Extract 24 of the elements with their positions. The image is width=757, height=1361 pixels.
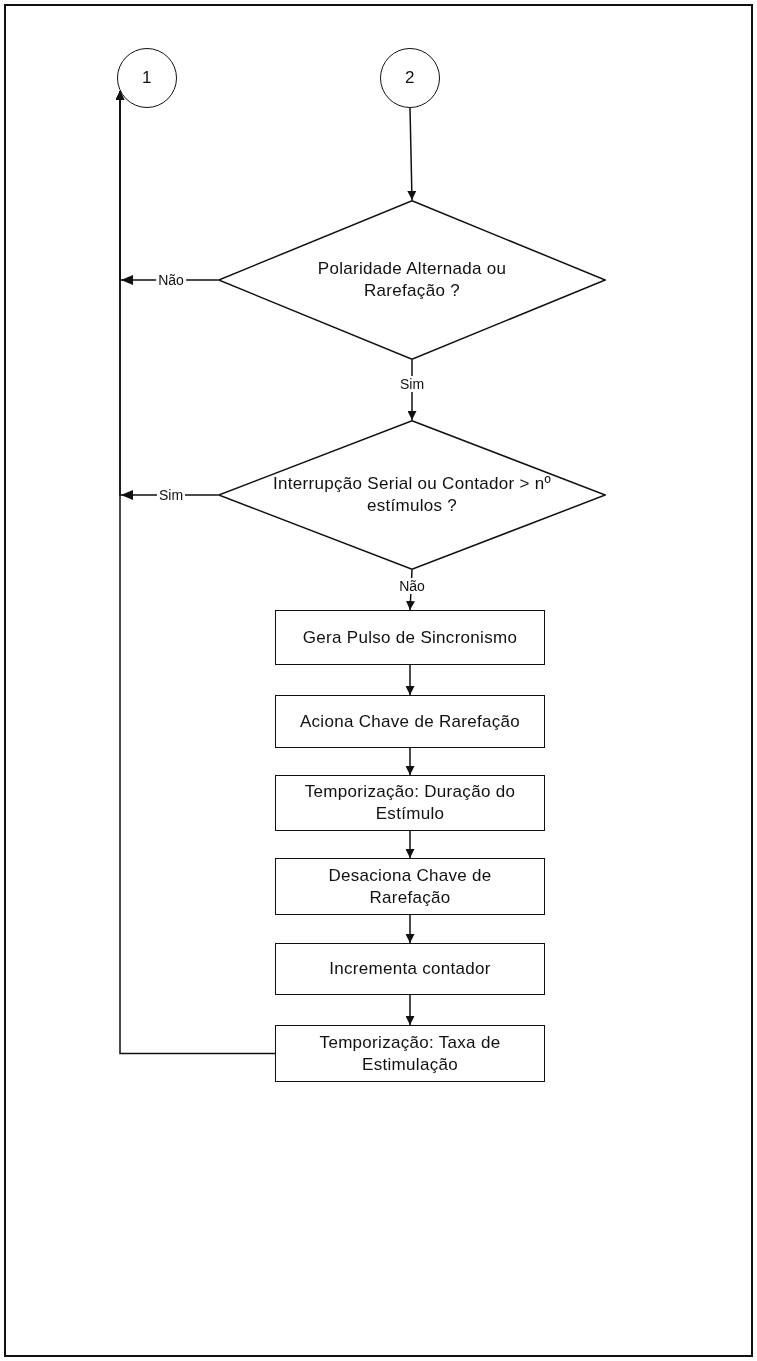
process-text: Temporização: Taxa de Estimulação: [318, 1031, 502, 1076]
edge-label: Não: [397, 578, 427, 594]
process-box: [275, 695, 545, 748]
process-box: [275, 610, 545, 665]
process-box: [275, 1025, 545, 1082]
process-text: Gera Pulso de Sincronismo: [302, 626, 518, 649]
process-text: Incrementa contador: [329, 958, 491, 980]
decision-text: Interrupção Serial ou Contador > nº estímulos ?: [272, 473, 552, 517]
decision-text: Polaridade Alternada ou Rarefação ?: [316, 258, 508, 302]
edge-label: Não: [156, 272, 186, 288]
process-text: Temporização: Duração do Estímulo: [303, 781, 517, 825]
connector-number: 2: [405, 67, 415, 89]
connector-circle: [117, 48, 177, 108]
connector-circle: [380, 48, 440, 108]
process-text: Desaciona Chave de Rarefação: [327, 864, 493, 909]
process-text: Aciona Chave de Rarefação: [299, 710, 521, 733]
decision-diamond: [218, 420, 606, 570]
edge-label: Sim: [156, 487, 186, 503]
decision-diamond: [218, 200, 606, 360]
process-box: [275, 943, 545, 995]
edge-label: Sim: [397, 376, 427, 392]
connector-number: 1: [142, 67, 152, 89]
process-box: [275, 775, 545, 831]
process-box: [275, 858, 545, 915]
